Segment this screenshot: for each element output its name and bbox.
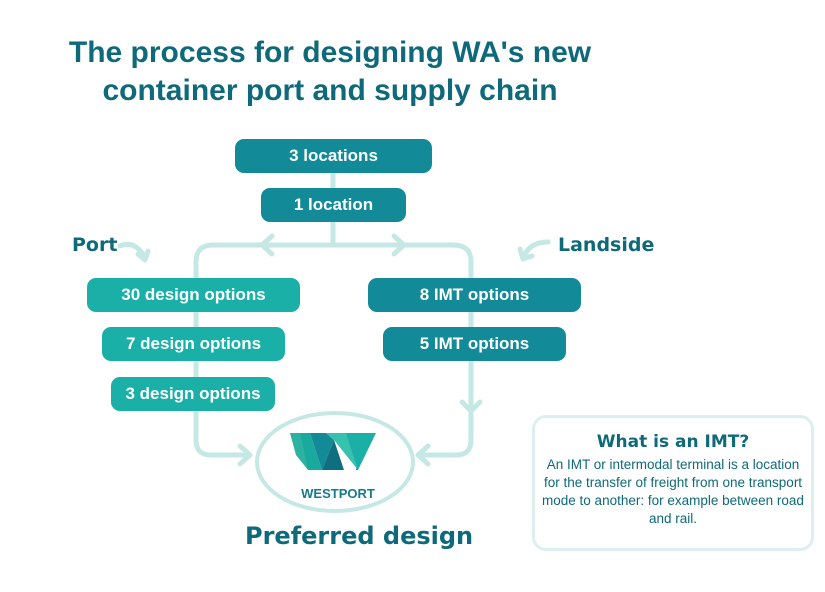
landside-label: Landside [558,234,655,256]
westport-logo-text: WESTPORT [301,486,375,501]
landside-branch-line [415,242,474,458]
info-body: An IMT or intermodal terminal is a locat… [542,457,804,526]
landside-stage-8-options: 8 IMT options [368,278,581,312]
arrow-left-icon [259,233,275,257]
stage-1-location: 1 location [261,188,406,222]
arrow-right-icon [391,233,407,257]
port-branch-line [193,242,253,458]
page-title: The process for designing WA's new conta… [0,34,660,110]
title-line-1: The process for designing WA's new [68,36,592,69]
stage-3-locations: 3 locations [235,139,432,173]
arrow-down-icon [459,399,483,414]
landside-curved-arrow-icon [517,239,551,262]
preferred-design-label: Preferred design [245,522,474,550]
port-stage-30-options: 30 design options [87,278,300,312]
westport-logo-icon [290,433,376,470]
imt-info-box: What is an IMT? An IMT or intermodal ter… [532,415,814,551]
preferred-design-ring [255,411,415,513]
port-stage-3-options: 3 design options [111,377,275,411]
landside-stage-5-options: 5 IMT options [383,327,566,361]
port-label: Port [72,234,118,256]
arrow-into-logo-left-icon [237,443,253,467]
port-stage-7-options: 7 design options [102,327,285,361]
arrow-into-logo-right-icon [415,443,431,467]
title-line-2: container port and supply chain [102,74,558,107]
port-curved-arrow-icon [117,241,151,263]
info-heading: What is an IMT? [596,432,750,452]
